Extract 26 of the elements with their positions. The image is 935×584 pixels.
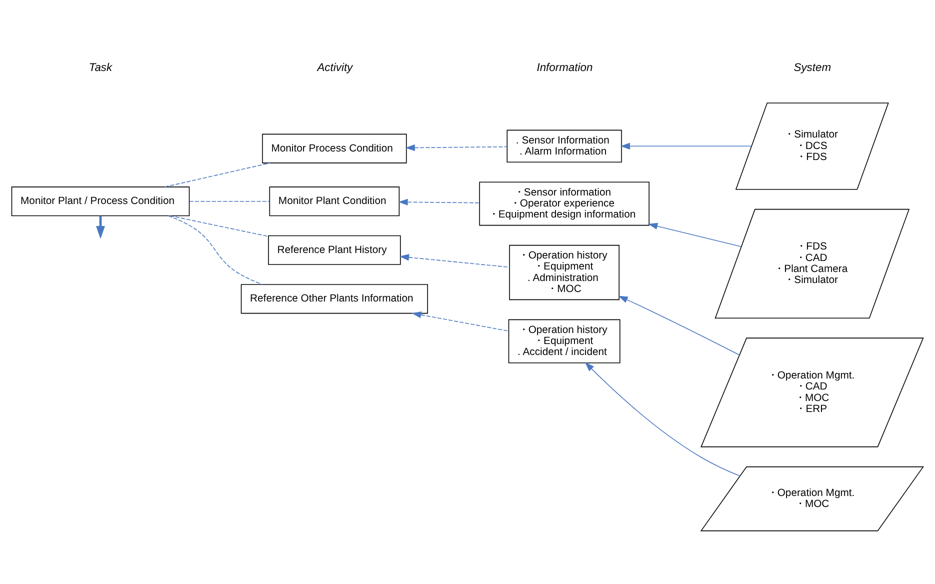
connector [168, 214, 263, 284]
arrow [584, 362, 740, 476]
label: Task [88, 61, 112, 74]
connector [189, 200, 270, 202]
label: Activity [317, 61, 353, 74]
arrow [399, 254, 510, 268]
node-box: . Sensor Information . Alarm Information [506, 129, 622, 162]
arrow [412, 311, 509, 331]
arrow [618, 295, 740, 355]
node-box: Reference Other Plants Information [240, 284, 428, 314]
node-box: ・Operation history ・Equipment . Accident / incident [508, 318, 620, 363]
label: System [794, 61, 832, 74]
connector [170, 214, 269, 236]
label: Information [536, 61, 593, 74]
arrow [398, 198, 480, 205]
arrow [620, 142, 752, 150]
arrow [405, 144, 508, 151]
node-box: Monitor Plant / Process Condition [11, 186, 190, 216]
arrow [648, 222, 742, 247]
node-box: ・Sensor information ・Operator experience ・Equipment design information [479, 181, 650, 226]
arrow [96, 215, 105, 238]
node-box: Monitor Process Condition [262, 133, 407, 163]
connector [164, 162, 271, 187]
node-box: Monitor Plant Condition [269, 186, 400, 216]
node-box: Reference Plant History [268, 234, 401, 264]
node-box: ・Operation history ・Equipment . Administration ・MOC [509, 244, 620, 300]
